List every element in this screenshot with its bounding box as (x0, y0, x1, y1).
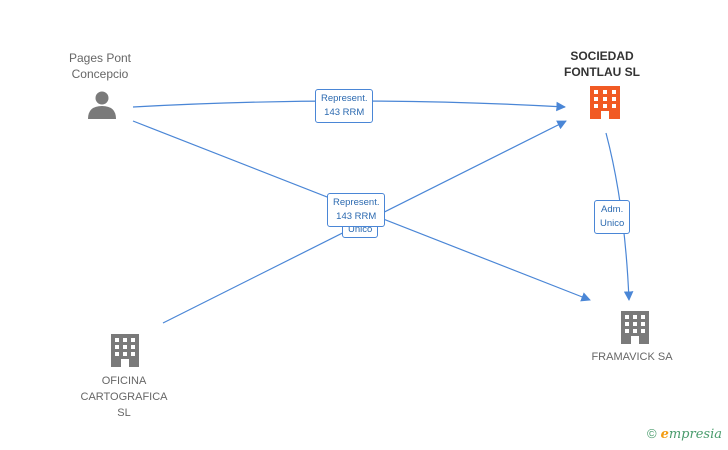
edge-label-line: Unico (600, 218, 625, 229)
building-icon-framavick (621, 311, 649, 344)
node-label-line: OFICINA (101, 375, 147, 387)
node-label-line: CARTOGRAFICA (80, 391, 168, 403)
edge-label-e2[interactable]: Represent. 143 RRM (327, 193, 386, 227)
copyright-symbol: © (646, 426, 657, 441)
edge-label-line: Represent. (333, 197, 380, 208)
building-icon-oficina (111, 334, 139, 367)
node-label-line: Concepcio (71, 67, 129, 81)
edge-label-line: 143 RRM (324, 107, 365, 118)
edge-label-line: 143 RRM (336, 211, 377, 222)
node-label-line: Pages Pont (68, 51, 132, 65)
node-label-oficina[interactable]: OFICINA CARTOGRAFICA SL (66, 373, 182, 421)
person-icon (88, 91, 116, 119)
node-label-sociedad[interactable]: SOCIEDAD FONTLAU SL (550, 48, 654, 80)
node-label-framavick[interactable]: FRAMAVICK SA (574, 349, 690, 365)
edge-label-e1[interactable]: Represent. 143 RRM (315, 89, 374, 123)
node-label-line: SL (117, 407, 131, 419)
node-label-line: FRAMAVICK SA (591, 351, 673, 363)
empresia-watermark: ©empresia (647, 426, 722, 442)
edge-label-line: Adm. (601, 204, 624, 215)
brand-logo: empresia (660, 427, 722, 442)
node-label-line: FONTLAU SL (564, 65, 640, 79)
edge-label-line: Unico (348, 224, 373, 235)
edge-label-line: Represent. (321, 93, 368, 104)
edge-label-e4[interactable]: Adm. Unico (594, 200, 631, 234)
node-label-person[interactable]: Pages Pont Concepcio (50, 50, 150, 82)
node-label-line: SOCIEDAD (570, 49, 634, 63)
building-icon-sociedad (590, 86, 620, 119)
